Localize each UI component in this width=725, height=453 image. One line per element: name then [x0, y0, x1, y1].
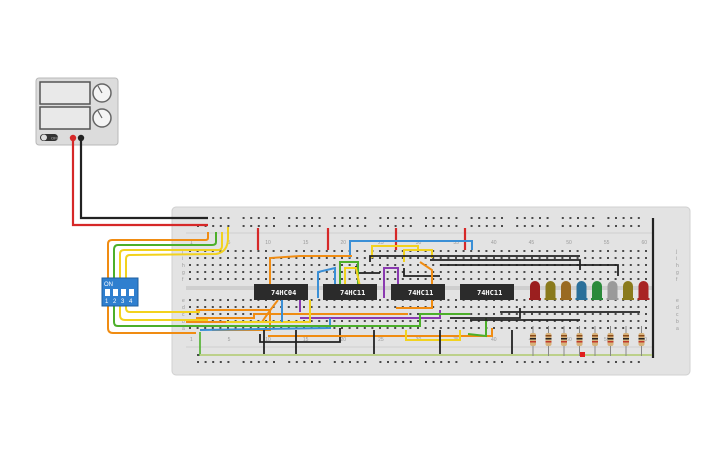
row-letter: f — [182, 277, 184, 283]
ic-chips[interactable]: 74HC04 74HC11 74HC11 74HC11 — [254, 284, 514, 300]
row-letter: a — [676, 326, 679, 332]
row-letter: c — [676, 312, 679, 318]
dip-number-1: 1 — [105, 299, 109, 305]
resistor-5[interactable] — [592, 326, 598, 356]
voltage-display — [39, 81, 91, 105]
row-letter: c — [182, 312, 185, 318]
column-number: 20 — [340, 337, 346, 343]
column-number: 15 — [303, 240, 309, 246]
dip-number-4: 4 — [129, 299, 133, 305]
dip-number-2: 2 — [113, 299, 117, 305]
chip-74hc11-c[interactable] — [460, 284, 514, 300]
chip-label-1: 74HC04 — [271, 289, 296, 297]
dip-switch-4[interactable] — [129, 289, 134, 296]
supply-wires[interactable] — [71, 138, 208, 227]
column-number: 20 — [340, 240, 346, 246]
led-4[interactable] — [575, 281, 588, 300]
chip-label-3: 74HC11 — [408, 289, 433, 297]
resistor-4[interactable] — [576, 326, 583, 356]
resistor-1[interactable] — [530, 326, 536, 356]
chip-label-4: 74HC11 — [477, 289, 502, 297]
resistor-8[interactable] — [638, 326, 645, 356]
column-number: 1 — [190, 240, 193, 246]
dip-on-label: ON — [104, 282, 113, 288]
column-number: 25 — [378, 337, 384, 343]
row-letter: d — [182, 305, 185, 311]
row-letter: j — [675, 249, 677, 255]
chip-74hc04[interactable] — [254, 284, 308, 300]
column-number: 35 — [453, 240, 459, 246]
column-number: 1 — [190, 337, 193, 343]
row-letter: e — [182, 298, 185, 304]
dip-wires[interactable] — [107, 227, 229, 334]
row-letter: i — [182, 256, 183, 262]
row-letter: h — [676, 263, 679, 269]
led-7[interactable] — [622, 281, 634, 300]
column-number: 5 — [228, 337, 231, 343]
power-off-label: OFF — [51, 136, 60, 141]
dip-number-3: 3 — [121, 299, 125, 305]
column-number: 45 — [529, 240, 535, 246]
row-letter: f — [676, 277, 678, 283]
dip-switch-1[interactable] — [105, 289, 110, 296]
selection-marker[interactable] — [580, 352, 585, 357]
led-1[interactable] — [529, 281, 541, 300]
led-2[interactable] — [544, 281, 557, 300]
red-power-wire[interactable] — [71, 138, 208, 227]
column-number: 40 — [491, 240, 497, 246]
row-letter: g — [676, 270, 679, 276]
led-8[interactable] — [637, 281, 650, 300]
row-letter: i — [676, 256, 677, 262]
column-number: 50 — [566, 337, 572, 343]
led-array[interactable] — [529, 281, 650, 300]
column-number: 10 — [265, 240, 271, 246]
dip-switch-3[interactable] — [121, 289, 126, 296]
resistor-array[interactable] — [530, 326, 645, 356]
power-supply[interactable]: OFF — [35, 77, 119, 146]
column-number: 55 — [604, 337, 610, 343]
current-display — [39, 106, 91, 130]
resistor-3[interactable] — [561, 326, 567, 356]
row-letter: j — [181, 249, 183, 255]
column-number: 60 — [641, 240, 647, 246]
chip-label-2: 74HC11 — [340, 289, 365, 297]
led-5[interactable] — [591, 281, 603, 300]
row-letter: g — [182, 270, 185, 276]
column-number: 10 — [265, 337, 271, 343]
resistor-7[interactable] — [623, 326, 629, 356]
row-letter: h — [182, 263, 185, 269]
black-ground-wire[interactable] — [79, 138, 208, 220]
column-number: 25 — [378, 240, 384, 246]
row-letter: b — [676, 319, 679, 325]
column-number: 50 — [566, 240, 572, 246]
column-number: 15 — [303, 337, 309, 343]
resistor-2[interactable] — [545, 326, 552, 356]
dip-switch[interactable]: ON 1 2 3 4 — [101, 277, 139, 307]
row-letter: d — [676, 305, 679, 311]
column-number: 5 — [228, 240, 231, 246]
row-letter: b — [182, 319, 185, 325]
column-number: 30 — [416, 240, 422, 246]
dip-switch-2[interactable] — [113, 289, 118, 296]
row-letter: a — [182, 326, 185, 332]
led-3[interactable] — [560, 281, 572, 300]
led-6[interactable] — [606, 281, 619, 300]
chip-74hc11-a[interactable] — [323, 284, 377, 300]
column-number: 55 — [604, 240, 610, 246]
board-wires[interactable] — [186, 218, 655, 358]
resistor-6[interactable] — [607, 326, 614, 356]
column-number: 40 — [491, 337, 497, 343]
chip-74hc11-b[interactable] — [391, 284, 445, 300]
row-letter: e — [676, 298, 679, 304]
